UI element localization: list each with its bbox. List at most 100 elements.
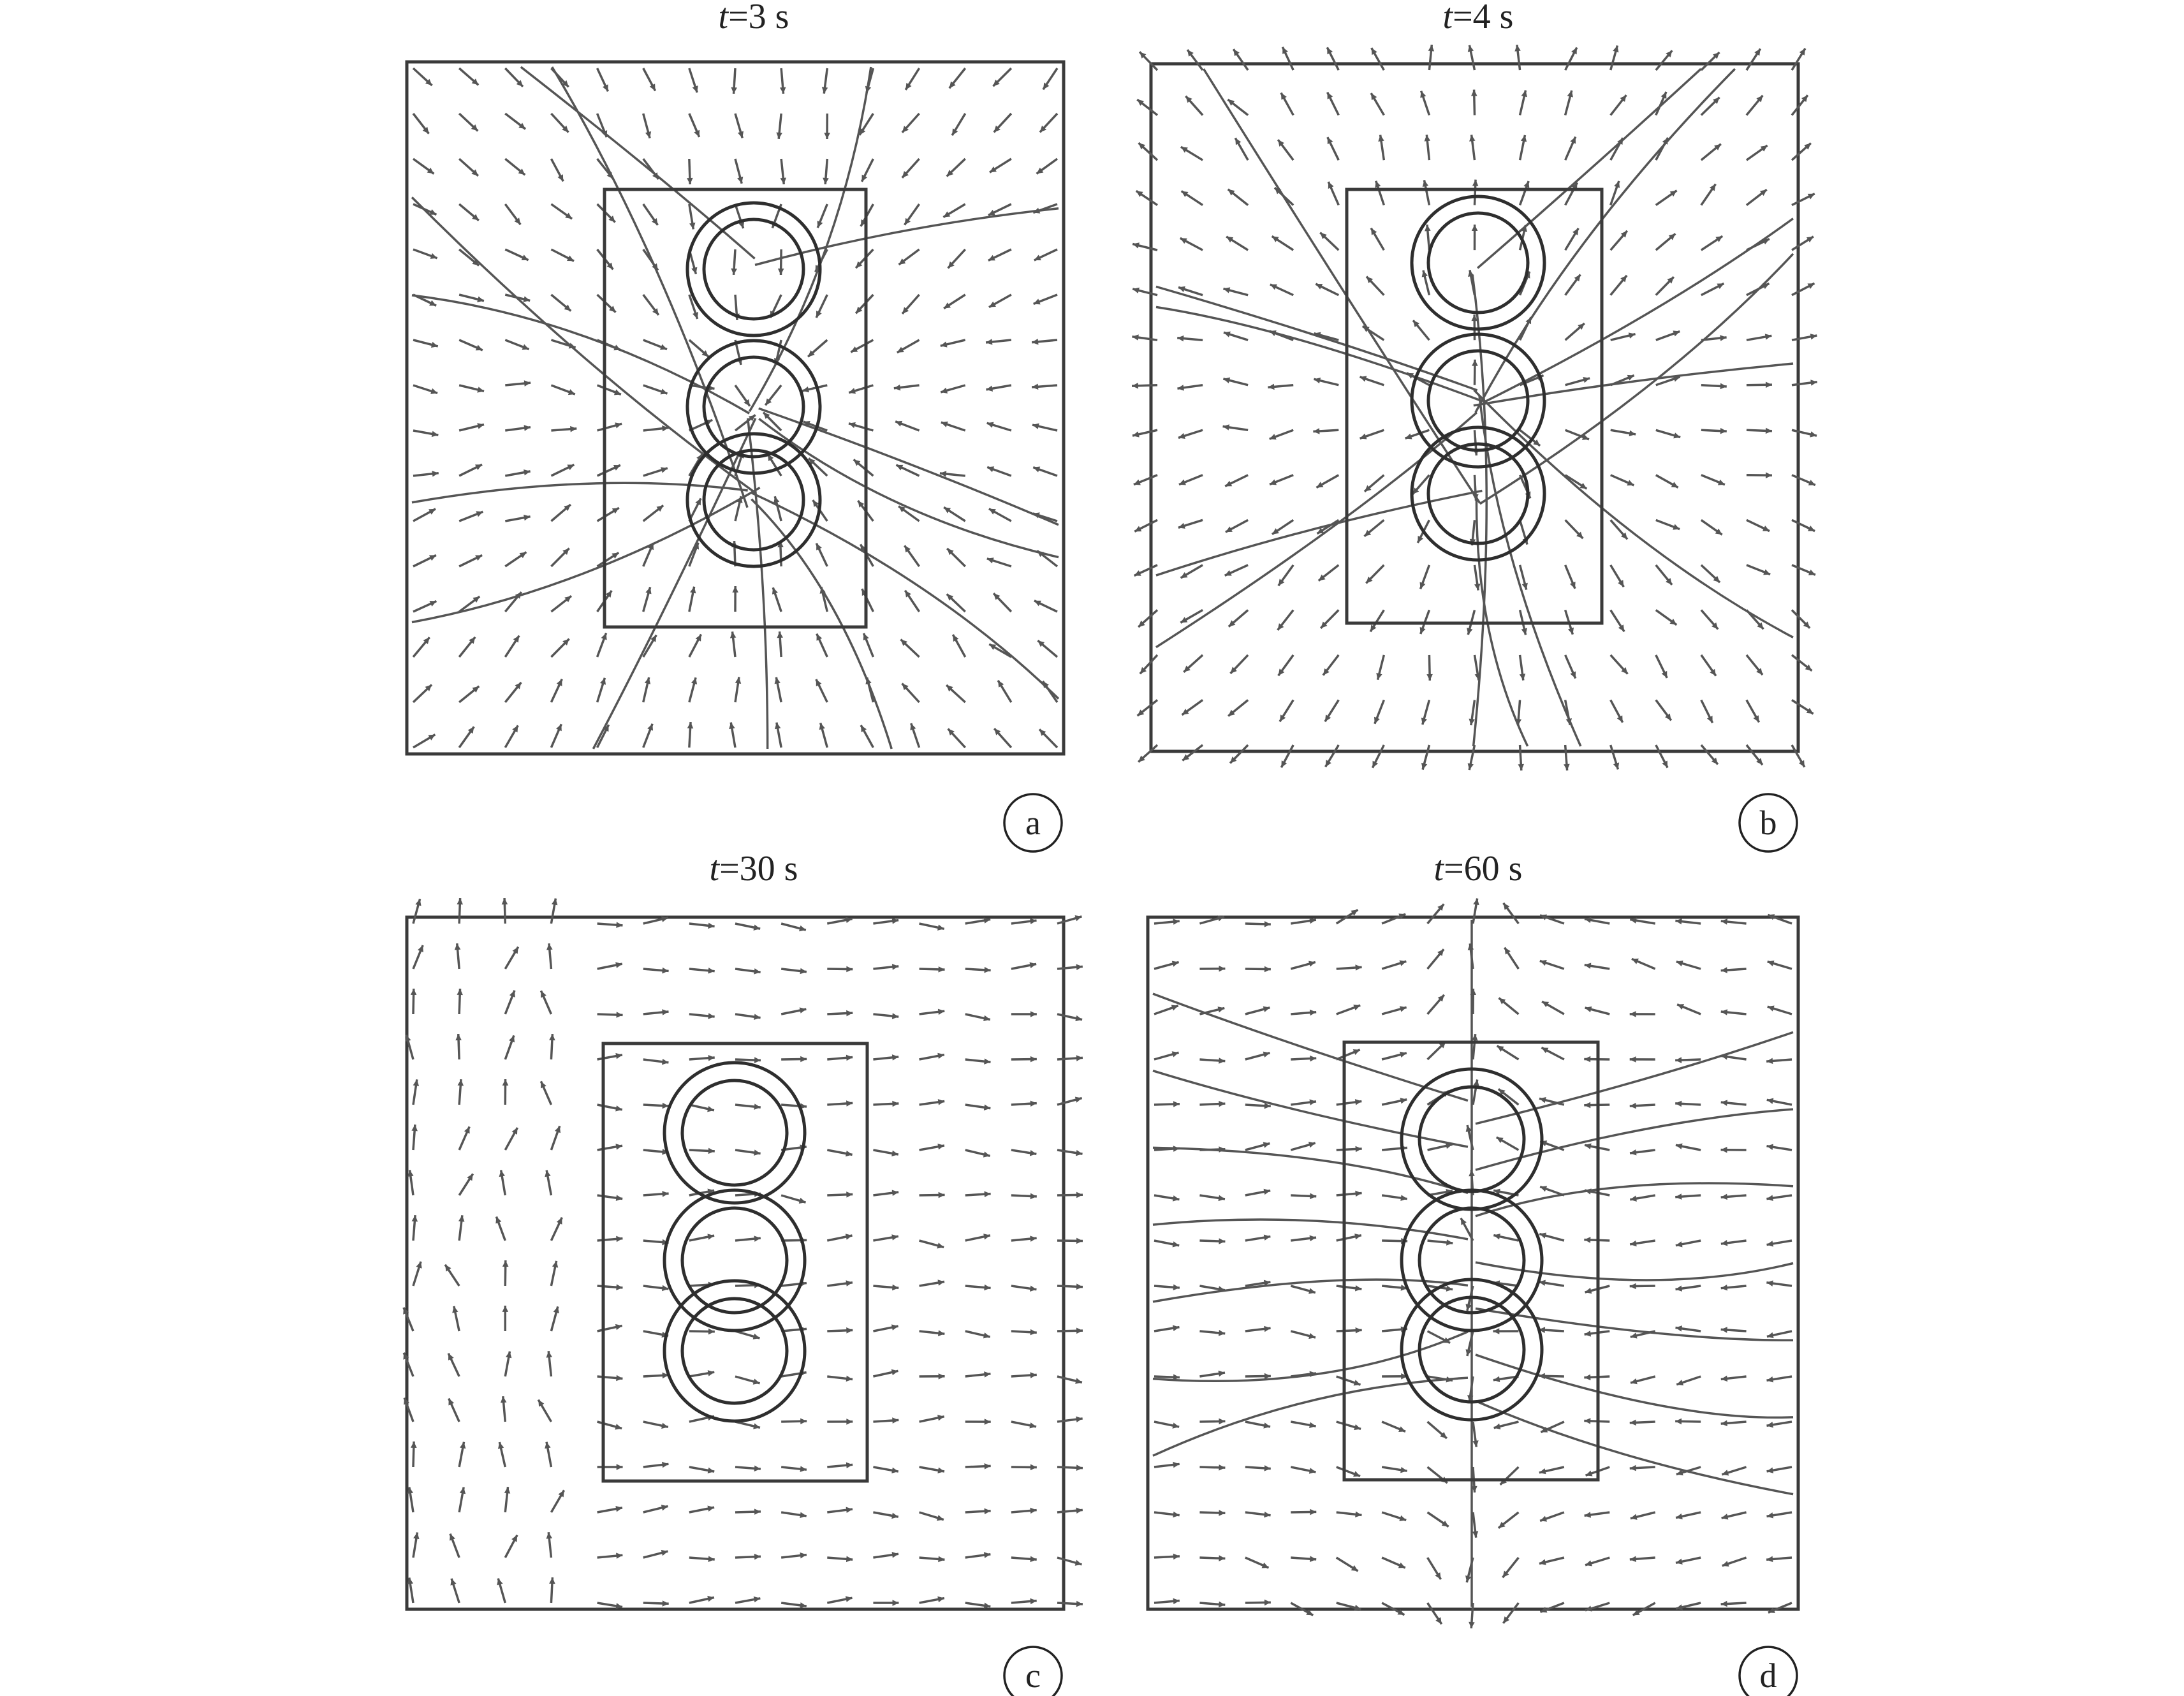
velocity-arrow (1676, 960, 1701, 970)
velocity-arrow (412, 158, 435, 175)
velocity-arrow (895, 420, 920, 432)
velocity-arrow (827, 1419, 853, 1425)
velocity-arrow (816, 203, 828, 228)
velocity-arrow (1471, 89, 1477, 115)
velocity-arrow (597, 1194, 623, 1201)
velocity-arrow (1336, 1004, 1361, 1015)
velocity-arrow (413, 339, 439, 348)
velocity-arrow (735, 1596, 761, 1604)
velocity-arrow (1746, 237, 1770, 251)
velocity-arrow (411, 1441, 417, 1468)
velocity-arrow (1057, 1055, 1083, 1061)
velocity-arrow (1324, 744, 1340, 768)
velocity-arrow (1225, 519, 1249, 533)
velocity-arrow (1791, 429, 1817, 438)
velocity-arrow (1420, 91, 1431, 116)
velocity-arrow (1655, 654, 1668, 679)
velocity-arrow (1609, 274, 1628, 296)
velocity-arrow (412, 1079, 420, 1105)
velocity-arrow (1178, 286, 1203, 297)
velocity-arrow (1700, 183, 1717, 206)
velocity-arrow (1540, 1420, 1565, 1433)
velocity-arrow (919, 1596, 945, 1604)
velocity-arrow (1336, 1602, 1361, 1611)
velocity-arrow (550, 112, 569, 133)
velocity-arrow (457, 897, 464, 924)
velocity-arrow (1227, 188, 1249, 206)
streamline (411, 486, 761, 624)
velocity-arrow (1365, 276, 1385, 296)
velocity-arrow (848, 384, 874, 394)
velocity-arrow (1493, 1420, 1519, 1429)
velocity-arrow (1335, 908, 1359, 925)
velocity-arrow (1336, 964, 1362, 971)
velocity-arrow (413, 471, 439, 477)
streamline (1475, 1031, 1794, 1125)
velocity-arrow (873, 1234, 899, 1242)
velocity-arrow (1183, 654, 1204, 673)
velocity-arrow (1180, 564, 1203, 579)
velocity-arrow (1177, 335, 1203, 342)
velocity-arrow (504, 469, 531, 477)
velocity-arrow (1539, 1279, 1565, 1287)
velocity-arrow (1406, 372, 1430, 387)
velocity-arrow (1675, 1511, 1701, 1520)
velocity-arrow (1322, 654, 1340, 676)
velocity-arrow (781, 1007, 807, 1015)
velocity-arrow (1791, 744, 1806, 768)
velocity-arrow (1791, 564, 1816, 576)
velocity-arrow (1057, 964, 1083, 971)
velocity-arrow (1381, 960, 1407, 970)
velocity-arrow (1154, 1051, 1179, 1061)
velocity-arrow (901, 293, 920, 315)
velocity-arrow (735, 1057, 761, 1063)
velocity-arrow (1336, 1420, 1361, 1431)
velocity-arrow (1370, 227, 1385, 251)
velocity-arrow (597, 1420, 622, 1430)
velocity-arrow (1791, 142, 1812, 161)
velocity-arrow (1746, 282, 1770, 297)
velocity-arrow (1701, 282, 1725, 297)
velocity-arrow (550, 547, 570, 568)
velocity-arrow (943, 506, 966, 522)
velocity-arrow (412, 1261, 422, 1287)
velocity-arrow (1493, 1328, 1519, 1334)
velocity-arrow (1791, 282, 1815, 297)
velocity-arrow (458, 463, 483, 477)
velocity-arrow (781, 1511, 807, 1519)
velocity-arrow (919, 1330, 945, 1336)
velocity-arrow (1609, 230, 1629, 251)
velocity-arrow (458, 685, 480, 704)
velocity-arrow (1469, 700, 1476, 726)
velocity-arrow (502, 1079, 509, 1105)
velocity-arrow (1720, 1193, 1747, 1200)
velocity-arrow (1767, 1005, 1792, 1015)
velocity-arrow (413, 429, 439, 438)
velocity-arrow (1234, 137, 1249, 161)
velocity-arrow (1180, 145, 1203, 161)
velocity-arrow (412, 945, 424, 970)
velocity-arrow (1032, 466, 1058, 477)
velocity-arrow (1180, 190, 1204, 207)
velocity-arrow (596, 158, 614, 180)
velocity-arrow (689, 1234, 715, 1242)
velocity-arrow (1564, 519, 1584, 540)
velocity-arrow (1365, 564, 1385, 584)
velocity-arrow (458, 1126, 471, 1151)
velocity-arrow (689, 1188, 715, 1197)
velocity-arrow (449, 1533, 460, 1558)
velocity-arrow (988, 248, 1012, 262)
velocity-arrow (735, 922, 761, 931)
velocity-arrow (1766, 1239, 1792, 1247)
velocity-arrow (1585, 1602, 1610, 1612)
velocity-arrow (550, 248, 575, 262)
velocity-arrow (853, 459, 874, 477)
velocity-arrow (1336, 1511, 1362, 1518)
velocity-arrow (919, 1052, 945, 1061)
velocity-arrow (965, 1330, 991, 1339)
velocity-arrow (1057, 1416, 1083, 1423)
velocity-arrow (1291, 1055, 1317, 1062)
velocity-arrow (643, 1420, 669, 1429)
velocity-arrow (1375, 181, 1386, 206)
velocity-arrow (1655, 744, 1669, 769)
